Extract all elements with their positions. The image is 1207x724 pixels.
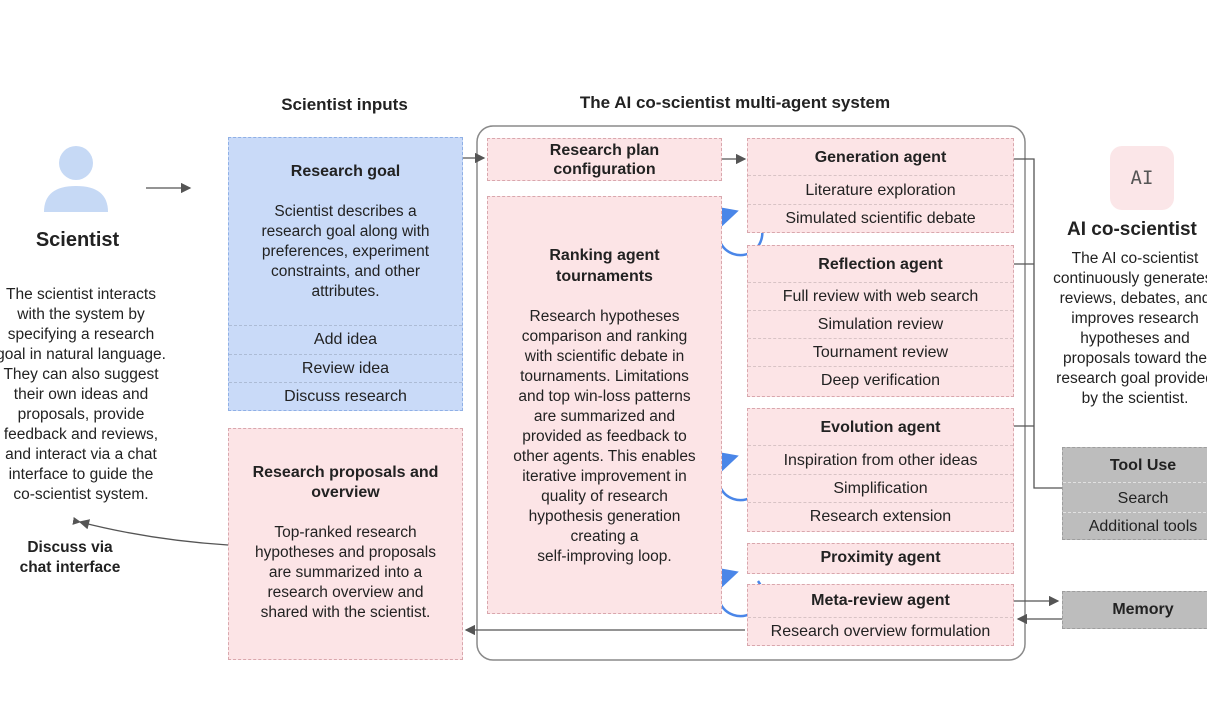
scientist-title: Scientist bbox=[35, 229, 120, 251]
tool-use-title: Tool Use bbox=[1109, 457, 1177, 474]
plan-config-title: Research plan configuration bbox=[549, 142, 660, 178]
generation-agent-box: Generation agent Literature exploration … bbox=[747, 138, 1014, 233]
evolution-agent-box: Evolution agent Inspiration from other i… bbox=[747, 408, 1014, 532]
research-goal-box: Research goal Scientist describes a rese… bbox=[228, 137, 463, 411]
tool-item-search: Search bbox=[1117, 490, 1169, 507]
ai-description: The AI co-scientist continuously generat… bbox=[1053, 250, 1207, 407]
chat-interface-label: Discuss via chat interface bbox=[19, 539, 121, 576]
person-icon bbox=[44, 146, 108, 212]
proposals-box: Research proposals and overview Top-rank… bbox=[228, 428, 463, 660]
ai-icon: AI bbox=[1110, 146, 1174, 210]
arrow-chat-to-scientist bbox=[78, 519, 229, 546]
scientist-description: The scientist interacts with the system … bbox=[0, 286, 166, 503]
header-system: The AI co-scientist multi-agent system bbox=[579, 93, 891, 112]
header-scientist-inputs: Scientist inputs bbox=[281, 95, 408, 114]
memory-title: Memory bbox=[1112, 601, 1174, 618]
meta-review-agent-box: Meta-review agent Research overview form… bbox=[747, 584, 1014, 646]
plan-config-box: Research plan configuration bbox=[487, 138, 722, 181]
meta-review-item: Research overview formulation bbox=[770, 623, 991, 640]
evolution-item: Inspiration from other ideas bbox=[783, 452, 978, 469]
ranking-description: Research hypotheses comparison and ranki… bbox=[513, 308, 696, 565]
ai-title: AI co-scientist bbox=[1067, 219, 1197, 240]
meta-review-agent-title: Meta-review agent bbox=[811, 592, 950, 609]
discuss-research-item[interactable]: Discuss research bbox=[284, 388, 407, 405]
add-idea-item[interactable]: Add idea bbox=[313, 331, 378, 348]
generation-item: Literature exploration bbox=[805, 182, 956, 199]
generation-agent-title: Generation agent bbox=[814, 149, 947, 166]
reflection-item: Deep verification bbox=[820, 372, 941, 389]
ranking-box: Ranking agent tournaments Research hypot… bbox=[487, 196, 722, 614]
research-goal-description: Scientist describes a research goal alon… bbox=[261, 203, 430, 300]
reflection-item: Tournament review bbox=[812, 344, 949, 361]
proximity-agent-box: Proximity agent bbox=[747, 543, 1014, 574]
memory-box: Memory bbox=[1062, 591, 1207, 629]
research-goal-title: Research goal bbox=[290, 163, 401, 180]
evolution-item: Simplification bbox=[833, 480, 928, 497]
generation-item: Simulated scientific debate bbox=[785, 210, 976, 227]
reflection-agent-box: Reflection agent Full review with web se… bbox=[747, 245, 1014, 397]
tool-use-box: Tool Use Search Additional tools bbox=[1062, 447, 1207, 540]
evolution-agent-title: Evolution agent bbox=[820, 419, 941, 436]
line-agents-to-tools bbox=[1014, 158, 1062, 489]
reflection-item: Full review with web search bbox=[782, 288, 979, 305]
tool-item-additional: Additional tools bbox=[1088, 518, 1198, 535]
evolution-item: Research extension bbox=[809, 508, 952, 525]
proximity-agent-title: Proximity agent bbox=[820, 549, 941, 566]
system-container bbox=[476, 125, 1026, 661]
proposals-description: Top-ranked research hypotheses and propo… bbox=[255, 524, 436, 621]
reflection-agent-title: Reflection agent bbox=[818, 256, 943, 273]
reflection-item: Simulation review bbox=[817, 316, 944, 333]
proposals-title: Research proposals and overview bbox=[252, 464, 439, 501]
review-idea-item[interactable]: Review idea bbox=[301, 360, 390, 377]
ranking-title: Ranking agent tournaments bbox=[549, 247, 660, 285]
